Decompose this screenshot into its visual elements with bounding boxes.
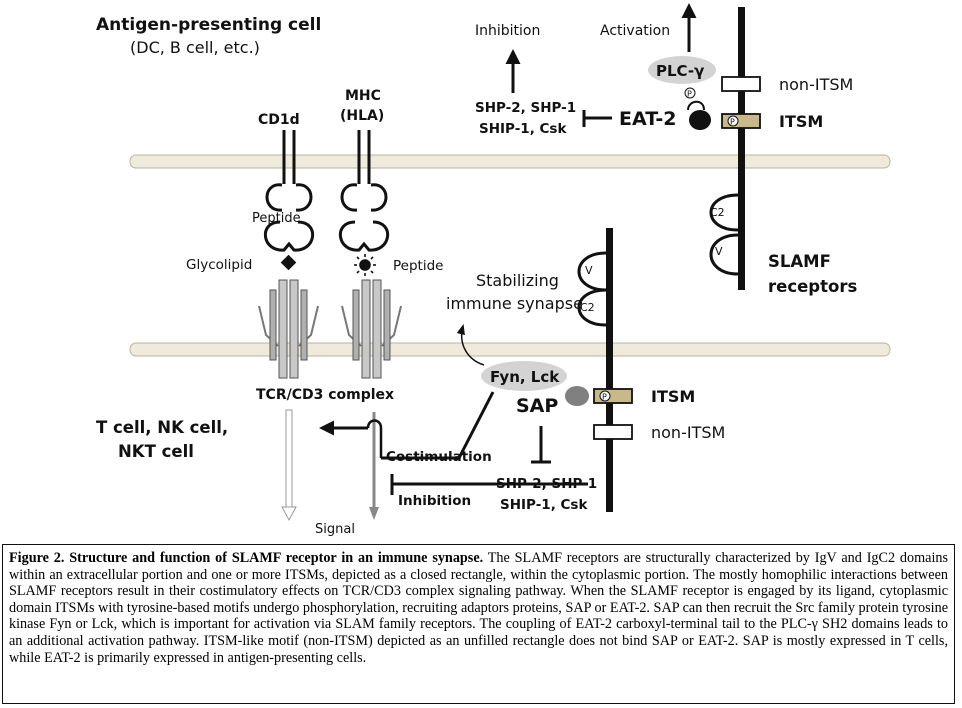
signal-label: Signal <box>315 522 355 537</box>
phospho-mark-top: P <box>730 118 735 127</box>
apc-subtitle: (DC, B cell, etc.) <box>130 38 260 57</box>
plc-gamma-oval <box>648 56 716 84</box>
slamf-label-line2: receptors <box>768 277 857 296</box>
phospho-mark-plc: P <box>687 90 692 99</box>
phospho-icon-top <box>727 115 739 127</box>
phosphatases-top-line1: SHP-2, SHP-1 <box>475 100 576 116</box>
figure-caption: Figure 2. Structure and function of SLAM… <box>2 544 955 704</box>
apc-membrane <box>129 154 891 169</box>
slamf-c2-domain-top <box>709 193 739 232</box>
apc-title: Antigen-presenting cell <box>96 15 321 35</box>
non-itsm-box-top <box>721 76 761 92</box>
inhibition-bottom-path <box>390 474 588 495</box>
peptide-top-label: Peptide <box>252 211 301 226</box>
stabilizing-label-line2: immune synapse <box>446 294 583 313</box>
tcr-cd3-complex-left <box>258 279 319 379</box>
itsm-top-label: ITSM <box>779 112 823 131</box>
tcell-label-line1: T cell, NK cell, <box>96 418 228 437</box>
cd1d-label: CD1d <box>258 112 300 128</box>
eat2-inhibition-bar <box>582 110 612 127</box>
inhibition-bottom-label: Inhibition <box>398 493 471 509</box>
peptide-side-label: Peptide <box>393 258 443 274</box>
slamf-diagram-svg: Antigen-presenting cell (DC, B cell, etc… <box>96 3 891 537</box>
v-top-label: V <box>715 245 723 258</box>
activation-top-label: Activation <box>600 23 670 39</box>
eat2-label: EAT-2 <box>619 108 676 130</box>
cd1d-molecule <box>263 130 315 252</box>
phospho-mark-bottom: P <box>602 393 607 402</box>
costimulation-path <box>319 391 495 460</box>
glycolipid-label: Glycolipid <box>186 257 252 273</box>
v-bottom-label: V <box>585 264 593 277</box>
sap-label: SAP <box>516 395 558 417</box>
plc-gamma-label: PLC-γ <box>656 62 704 80</box>
signal-arrow-right <box>369 412 379 520</box>
slamf-c2-domain-bottom <box>577 288 607 327</box>
mhc-molecule <box>338 130 390 252</box>
itsm-bottom-label: ITSM <box>651 387 695 406</box>
c2-top-label: C2 <box>710 206 725 219</box>
sap-adaptor-icon <box>565 386 589 406</box>
inhibition-top-label: Inhibition <box>475 23 540 39</box>
signal-arrow-left <box>281 409 297 522</box>
phosphatases-bottom-line1: SHP-2, SHP-1 <box>496 476 597 492</box>
diagram: Antigen-presenting cell (DC, B cell, etc… <box>96 3 891 537</box>
slamf-label-line1: SLAMF <box>768 252 831 271</box>
eat2-adaptor-icon: P <box>684 87 711 130</box>
caption-body: The SLAMF receptors are structurally cha… <box>9 550 948 666</box>
slamf-receptor-top-stalk <box>738 7 745 290</box>
peptide-sun-icon <box>354 254 376 276</box>
fyn-lck-oval <box>481 361 567 391</box>
glycolipid-diamond <box>280 254 297 271</box>
costimulation-label: Costimulation <box>386 449 492 465</box>
slamf-v-domain-bottom <box>577 251 607 292</box>
stabilizing-label-line1: Stabilizing <box>476 271 559 290</box>
non-itsm-box-bottom <box>593 424 633 440</box>
sap-inhibition-bar <box>531 426 551 464</box>
tcr-cd3-label: TCR/CD3 complex <box>256 387 394 403</box>
slamf-receptor-bottom-stalk <box>606 228 613 512</box>
phosphatases-bottom-line2: SHIP-1, Csk <box>500 497 588 513</box>
non-itsm-top-label: non-ITSM <box>779 75 853 94</box>
phosphatases-top-line2: SHIP-1, Csk <box>479 121 567 137</box>
phospho-icon-bottom <box>599 390 611 402</box>
c2-bottom-label: C2 <box>580 301 595 314</box>
tcr-cd3-complex-right <box>341 279 402 379</box>
tcell-membrane <box>129 342 891 357</box>
caption-title: Figure 2. Structure and function of SLAM… <box>9 550 484 566</box>
mhc-label-line2: (HLA) <box>340 108 384 124</box>
tcell-label-line2: NKT cell <box>118 442 194 461</box>
stabilizing-arrow <box>456 323 485 366</box>
mhc-label-line1: MHC <box>345 88 381 104</box>
fyn-lck-label: Fyn, Lck <box>490 368 560 386</box>
slamf-v-domain-top <box>709 233 739 276</box>
non-itsm-bottom-label: non-ITSM <box>651 423 725 442</box>
